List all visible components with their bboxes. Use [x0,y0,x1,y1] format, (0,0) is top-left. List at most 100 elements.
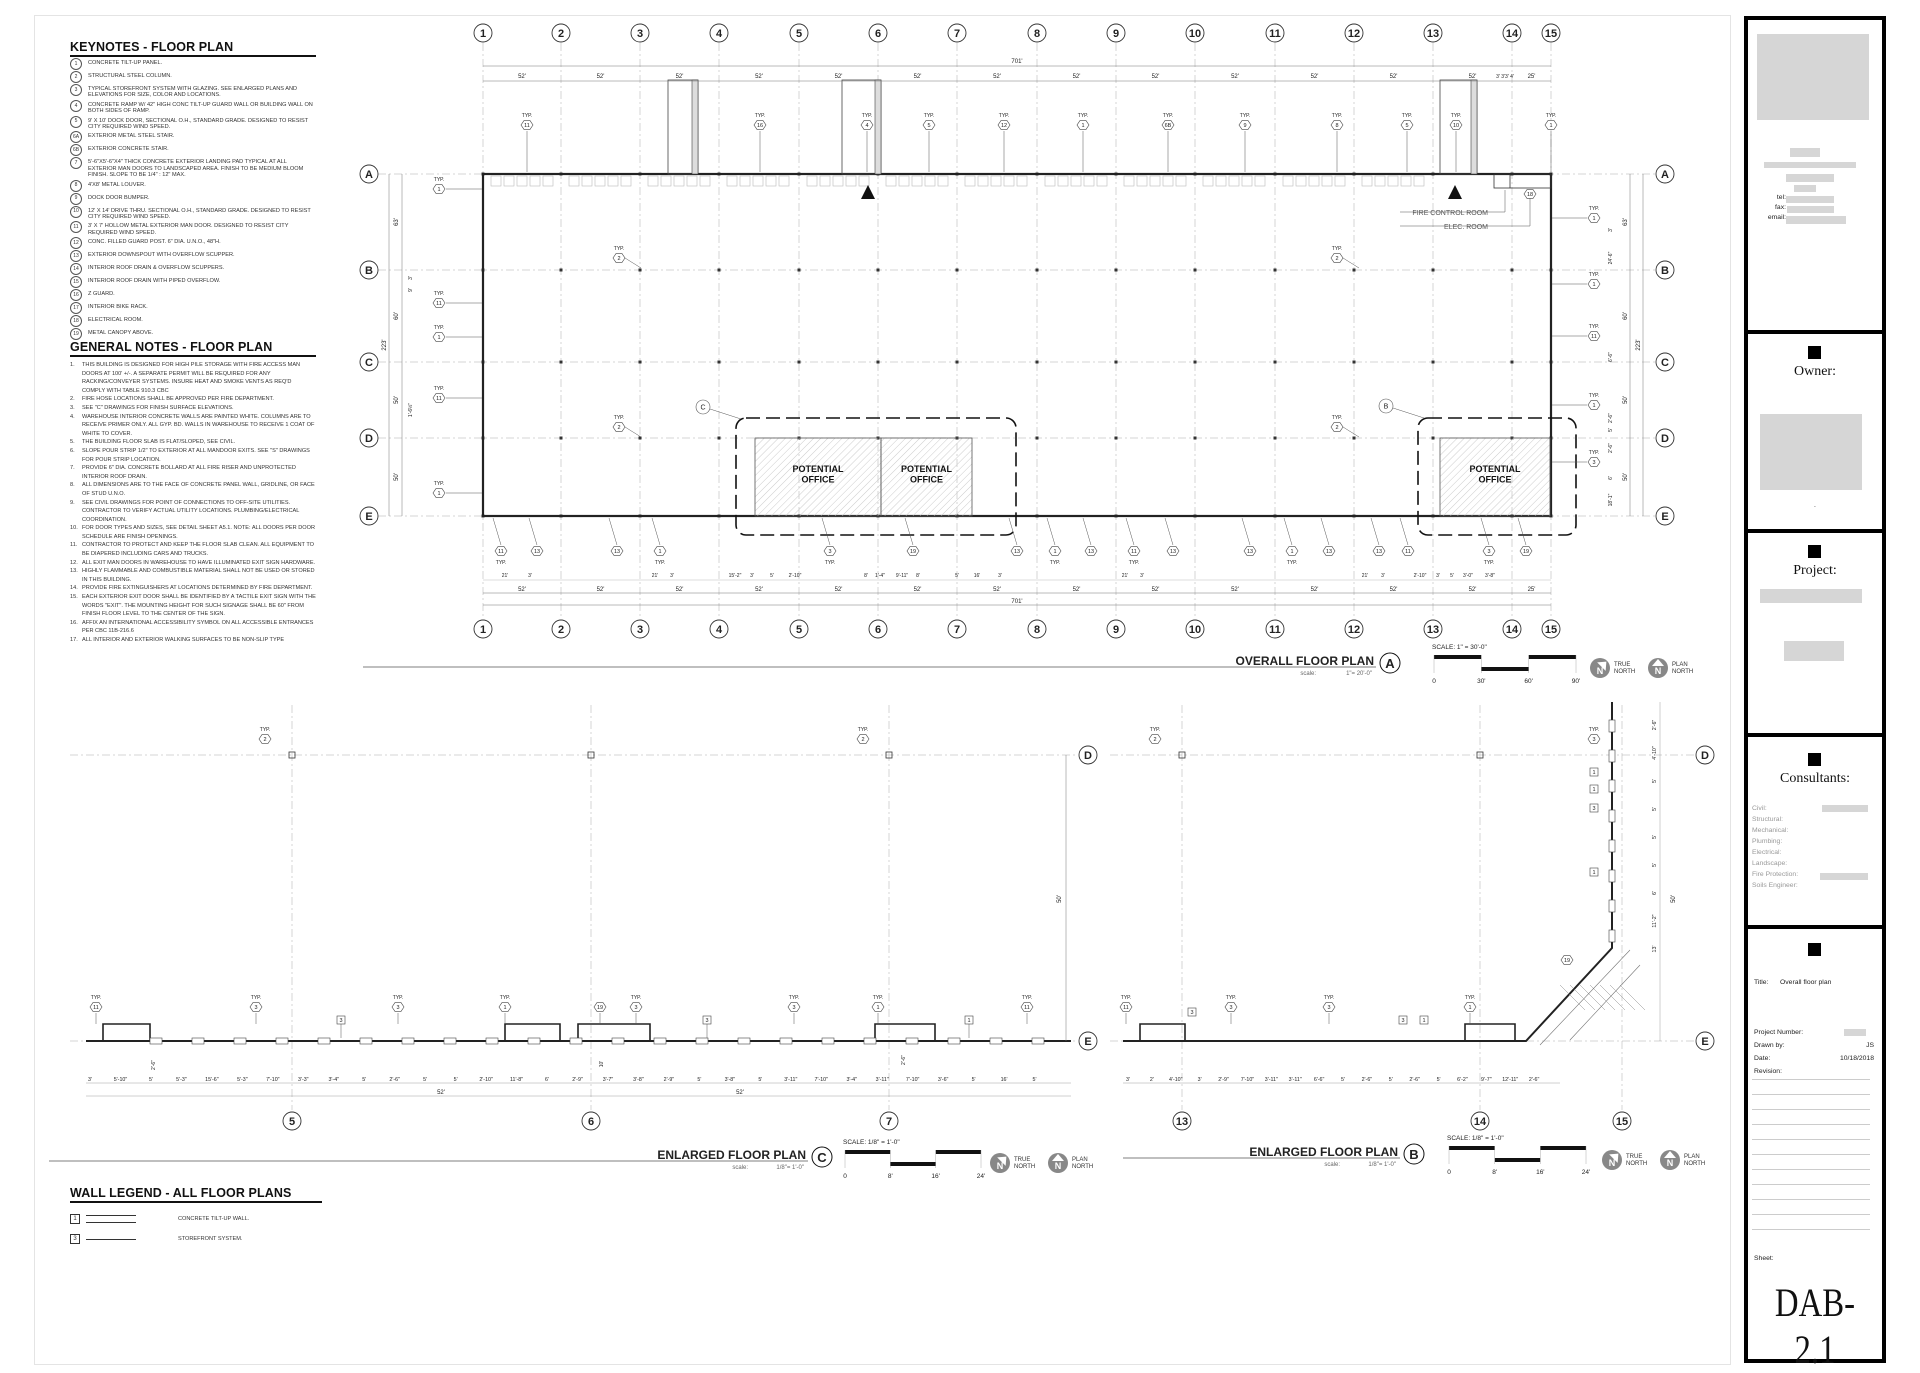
wall-pier [102,1023,151,1041]
scale-label: scale: [1324,1162,1340,1168]
small-dimension: 5'-3" [176,1077,187,1083]
consultants-section: Consultants: Civil:Structural:Mechanical… [1744,733,1886,929]
grid-bubble-top-circle [551,23,571,43]
keynote-tag: 11 [498,549,504,555]
structural-column [1114,268,1118,272]
typ-label: TYP. [1589,450,1599,456]
wall-legend-item: 1 CONCRETE TILT-UP WALL. [70,1209,322,1229]
consultants-marker-icon [1808,753,1821,766]
view-tag-circle [811,1146,833,1168]
general-note-item: 17.ALL INTERIOR AND EXTERIOR WALKING SUR… [70,636,316,645]
scalebar-segment [935,1150,981,1154]
keynote-hex-icon [1587,400,1601,410]
bay-dimension: 52' [1231,74,1239,80]
typ-label: TYP. [1465,995,1475,1001]
typ-label: TYP. [1163,113,1173,119]
keynote-tag: 11 [93,1005,99,1011]
typ-label: TYP. [1402,113,1412,119]
north-arrow-icon [1652,659,1664,666]
bay-dimension: 52' [835,587,843,593]
line [1342,257,1360,269]
note-text: ALL INTERIOR AND EXTERIOR WALKING SURFAC… [82,637,285,643]
scalebar-segment [1434,655,1482,659]
sheet-border [34,15,1731,1365]
dock-door [1282,175,1294,187]
label-line: POTENTIAL [1470,464,1522,474]
typ-label: TYP. [1589,324,1599,330]
keynote-tag: 13 [1170,549,1176,555]
wall-legend-item: 3 STOREFRONT SYSTEM. [70,1229,322,1249]
leader-line [1125,517,1135,546]
keynote-tag: 9 [1243,123,1246,129]
exterior-wall [1123,702,1613,1042]
grid-bubble-bottom-circle [1344,619,1364,639]
keynote-hex-icon [1166,546,1180,556]
scalebar-tick-label: 0 [1432,678,1436,685]
note-text: WAREHOUSE INTERIOR CONCRETE WALLS ARE PA… [82,413,315,437]
keynote-hex-icon [612,253,626,263]
small-dimension: 18'-1" [1608,493,1614,506]
bay-dimension: 52' [1073,74,1081,80]
stair-tread [1579,984,1606,1011]
grid-bubble-bottom: 11 [1269,624,1281,636]
small-dimension: 1'-6½" [407,403,414,417]
keynote-text: Z GUARD. [88,291,115,298]
small-dimension: 6'-6" [1608,352,1614,362]
general-note-item: 16.AFFIX AN INTERNATIONAL ACCESSIBILITY … [70,619,316,636]
structural-column [1035,268,1039,272]
label-line: NORTH [1672,669,1693,675]
leader-line [1008,517,1018,546]
bay-dimension: 52' [914,74,922,80]
typ-label: TYP. [1589,393,1599,399]
general-note-item: 5.THE BUILDING FLOOR SLAB IS FLAT/SLOPED… [70,438,316,447]
typ-label: TYP. [1121,995,1131,1001]
typ-label: TYP. [924,113,934,119]
bay-dimension: 52' [755,587,763,593]
grid-bubble-right-circle [1655,506,1675,526]
grid-bubble-top: 11 [1269,28,1281,40]
grid-bubble-circle [282,1111,302,1131]
small-dimension: 9' [408,288,414,292]
general-notes-title: GENERAL NOTES - FLOOR PLAN [70,340,316,357]
note-text: HIGHLY FLAMMABLE AND COMBUSTIBLE MATERIA… [82,568,315,583]
keynote-tag: 11 [1131,549,1137,555]
typ-label: TYP. [825,560,835,566]
typ-label: TYP. [614,246,624,252]
note-text: EACH EXTERIOR EXIT DOOR SHALL BE IDENTIF… [82,594,316,618]
grid-bubble-top: 8 [1034,28,1040,40]
leader-line [651,517,661,546]
typ-label: TYP. [1050,560,1060,566]
stair-tread [1569,984,1596,1011]
revision-line [1752,1199,1870,1200]
structural-column [797,268,801,272]
structural-column [1273,360,1277,364]
small-dimension: 8' [864,573,868,579]
dock-door [660,175,672,187]
small-dimension: 2'-9" [572,1077,583,1083]
note-text: PROVIDE FIRE EXTINGUISHERS AT LOCATIONS … [82,585,313,592]
bay-dimension: 52' [1231,587,1239,593]
dock-door [806,175,818,187]
grid-bubble: D [1084,750,1092,762]
wall-type-box-icon [1589,867,1599,877]
keynote-hex-icon [1243,546,1257,556]
keynote-hex-icon [1482,546,1496,556]
date-label: Date: [1754,1055,1771,1062]
wall-type-box-icon [1398,1015,1408,1025]
keynote-tag: 1 [437,187,440,193]
dock-door [1123,175,1135,187]
typ-label: TYP. [1287,560,1297,566]
keynote-hex-icon [1148,734,1162,744]
keynote-text: INTERIOR ROOF DRAIN WITH PIPED OVERFLOW. [88,278,221,285]
keynote-tag: 8 [70,179,82,192]
typ-label: TYP. [1324,995,1334,1001]
typ-label: TYP. [873,995,883,1001]
door-marker-triangle-icon [1448,185,1462,199]
typ-label: TYP. [434,481,444,487]
owner-section: Owner: . [1744,330,1886,533]
typ-label: TYP. [862,113,872,119]
